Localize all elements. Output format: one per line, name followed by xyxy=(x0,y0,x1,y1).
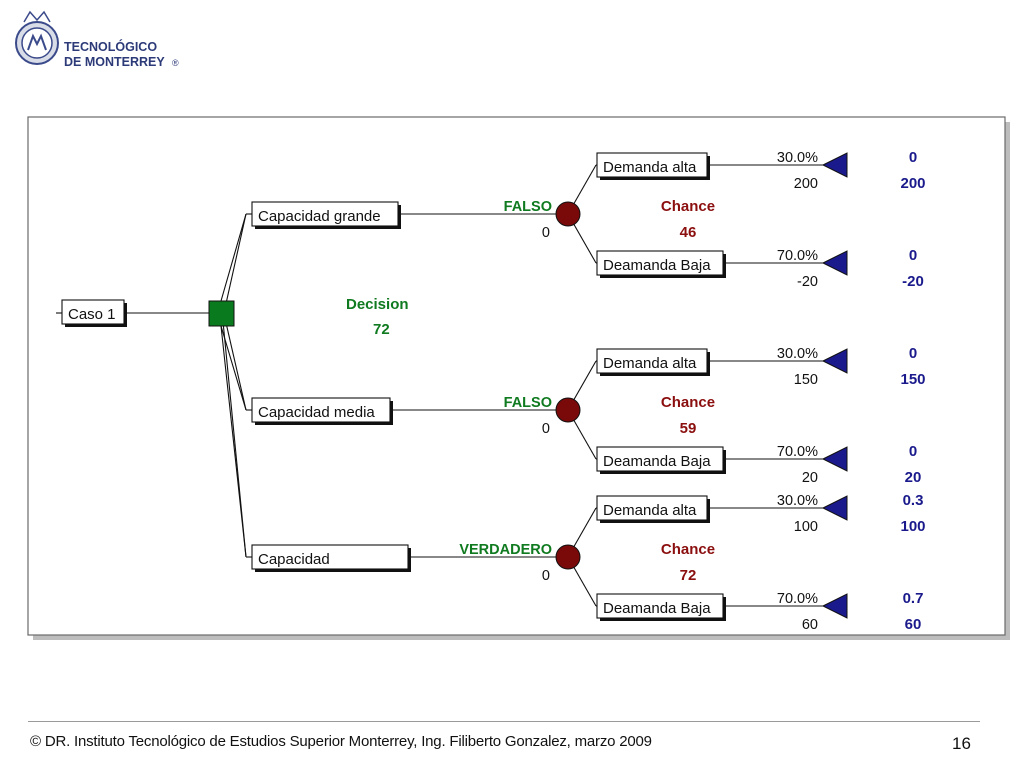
branch-2-label-box xyxy=(251,397,391,423)
logo-line-2: DE MONTERREY xyxy=(64,55,165,69)
branch-2-outcome-1-prob: 30.0% xyxy=(777,346,818,362)
branch-3-outcome-1-payoff: 100 xyxy=(794,519,818,535)
root-label-box-text: Caso 1 xyxy=(68,306,116,323)
branch-2-outcome-1-end-prob: 0 xyxy=(909,345,917,362)
branch-2-cost: 0 xyxy=(542,421,550,437)
branch-3-outcome-1-end-value: 100 xyxy=(900,518,925,535)
branch-1-outcome-1-terminal-node xyxy=(821,152,848,178)
branch-3-label-box xyxy=(251,544,409,570)
branch-1-outcome-2-end-value: -20 xyxy=(902,273,924,290)
tecnologico-monterrey-logo: TECNOLÓGICO DE MONTERREY ® xyxy=(15,10,179,69)
branch-1-outcome-1-label-box xyxy=(596,152,708,178)
branch-3-outcome-1-label-box xyxy=(596,495,708,521)
footer-divider xyxy=(28,721,980,722)
branch-3-outcome-2-label-box xyxy=(596,593,724,619)
branch-3-outcome-2-payoff: 60 xyxy=(802,617,818,633)
branch-1-connector-alt xyxy=(220,213,247,302)
branch-1-outcome-2-prob: 70.0% xyxy=(777,248,818,264)
branch-1-label-box xyxy=(251,201,399,227)
branch-3-connector-alt xyxy=(220,300,247,558)
branch-3-outcome-1-label-box-text: Demanda alta xyxy=(603,502,697,519)
branch-3-outcome-2-prob: 70.0% xyxy=(777,591,818,607)
branch-3-outcome-1-end-prob: 0.3 xyxy=(903,492,924,509)
branch-3-outcome-2-label-box-text: Deamanda Baja xyxy=(603,600,711,617)
branch-3-outcome-2-end-prob: 0.7 xyxy=(903,590,924,607)
seal-icon xyxy=(15,10,59,65)
tree-connectors xyxy=(56,164,823,607)
branch-2-outcome-1-payoff: 150 xyxy=(794,372,818,388)
branch-2-label-box-text: Capacidad media xyxy=(258,404,375,421)
branch-3-outcome-1-terminal-node xyxy=(821,495,848,521)
branch-2-outcome-2-label-box xyxy=(596,446,724,472)
branch-2-outcome-1-label-box xyxy=(596,348,708,374)
branch-1-outcome-1-prob: 30.0% xyxy=(777,150,818,166)
branch-1-outcome-2-label-box-text: Deamanda Baja xyxy=(603,257,711,274)
branch-2-chance-title: Chance xyxy=(661,394,715,411)
branch-2-outcome-2-terminal-node xyxy=(821,446,848,472)
branch-1-chance-value: 46 xyxy=(680,224,697,241)
registered-mark: ® xyxy=(172,58,179,68)
branch-1-chance-title: Chance xyxy=(661,198,715,215)
branch-1-outcome-1-label-box-text: Demanda alta xyxy=(603,159,697,176)
branch-1-outcome-2-terminal-node xyxy=(821,250,848,276)
branch-2-outcome-2-payoff: 20 xyxy=(802,470,818,486)
branch-1-label-box-text: Capacidad grande xyxy=(258,208,381,225)
branch-3-outcome-1-prob: 30.0% xyxy=(777,493,818,509)
branch-3-outcome-2-terminal-node xyxy=(821,593,848,619)
branch-3-flag: VERDADERO xyxy=(459,542,552,558)
branch-1-chance-node xyxy=(555,201,581,227)
tree-nodes xyxy=(61,152,848,621)
branch-2-outcome-1-end-value: 150 xyxy=(900,371,925,388)
root-label-box xyxy=(61,299,125,325)
branch-3-label-box-text: Capacidad xyxy=(258,551,330,568)
page-number: 16 xyxy=(952,734,971,753)
decision-value: 72 xyxy=(373,321,390,338)
footer-copyright: © DR. Instituto Tecnológico de Estudios … xyxy=(30,733,652,750)
branch-1-outcome-2-label-box xyxy=(596,250,724,276)
branch-3-chance-node xyxy=(555,544,581,570)
branch-2-chance-node xyxy=(555,397,581,423)
branch-2-chance-value: 59 xyxy=(680,420,697,437)
branch-2-flag: FALSO xyxy=(504,395,552,411)
decision-node xyxy=(208,300,235,327)
branch-3-chance-value: 72 xyxy=(680,567,697,584)
diagram-frame xyxy=(27,116,1006,636)
branch-2-outcome-2-label-box-text: Deamanda Baja xyxy=(603,453,711,470)
branch-1-cost: 0 xyxy=(542,225,550,241)
branch-1-outcome-1-end-value: 200 xyxy=(900,175,925,192)
logo-line-1: TECNOLÓGICO xyxy=(64,39,157,54)
branch-2-outcome-2-end-prob: 0 xyxy=(909,443,917,460)
branch-2-outcome-1-terminal-node xyxy=(821,348,848,374)
branch-2-outcome-1-label-box-text: Demanda alta xyxy=(603,355,697,372)
branch-1-outcome-2-payoff: -20 xyxy=(797,274,818,290)
branch-3-chance-title: Chance xyxy=(661,541,715,558)
decision-title: Decision xyxy=(346,296,409,313)
branch-1-outcome-1-end-prob: 0 xyxy=(909,149,917,166)
branch-1-flag: FALSO xyxy=(504,199,552,215)
branch-2-outcome-2-end-value: 20 xyxy=(905,469,922,486)
branch-3-outcome-2-end-value: 60 xyxy=(905,616,922,633)
branch-1-outcome-2-end-prob: 0 xyxy=(909,247,917,264)
branch-3-cost: 0 xyxy=(542,568,550,584)
branch-1-outcome-1-payoff: 200 xyxy=(794,176,818,192)
branch-2-outcome-2-prob: 70.0% xyxy=(777,444,818,460)
